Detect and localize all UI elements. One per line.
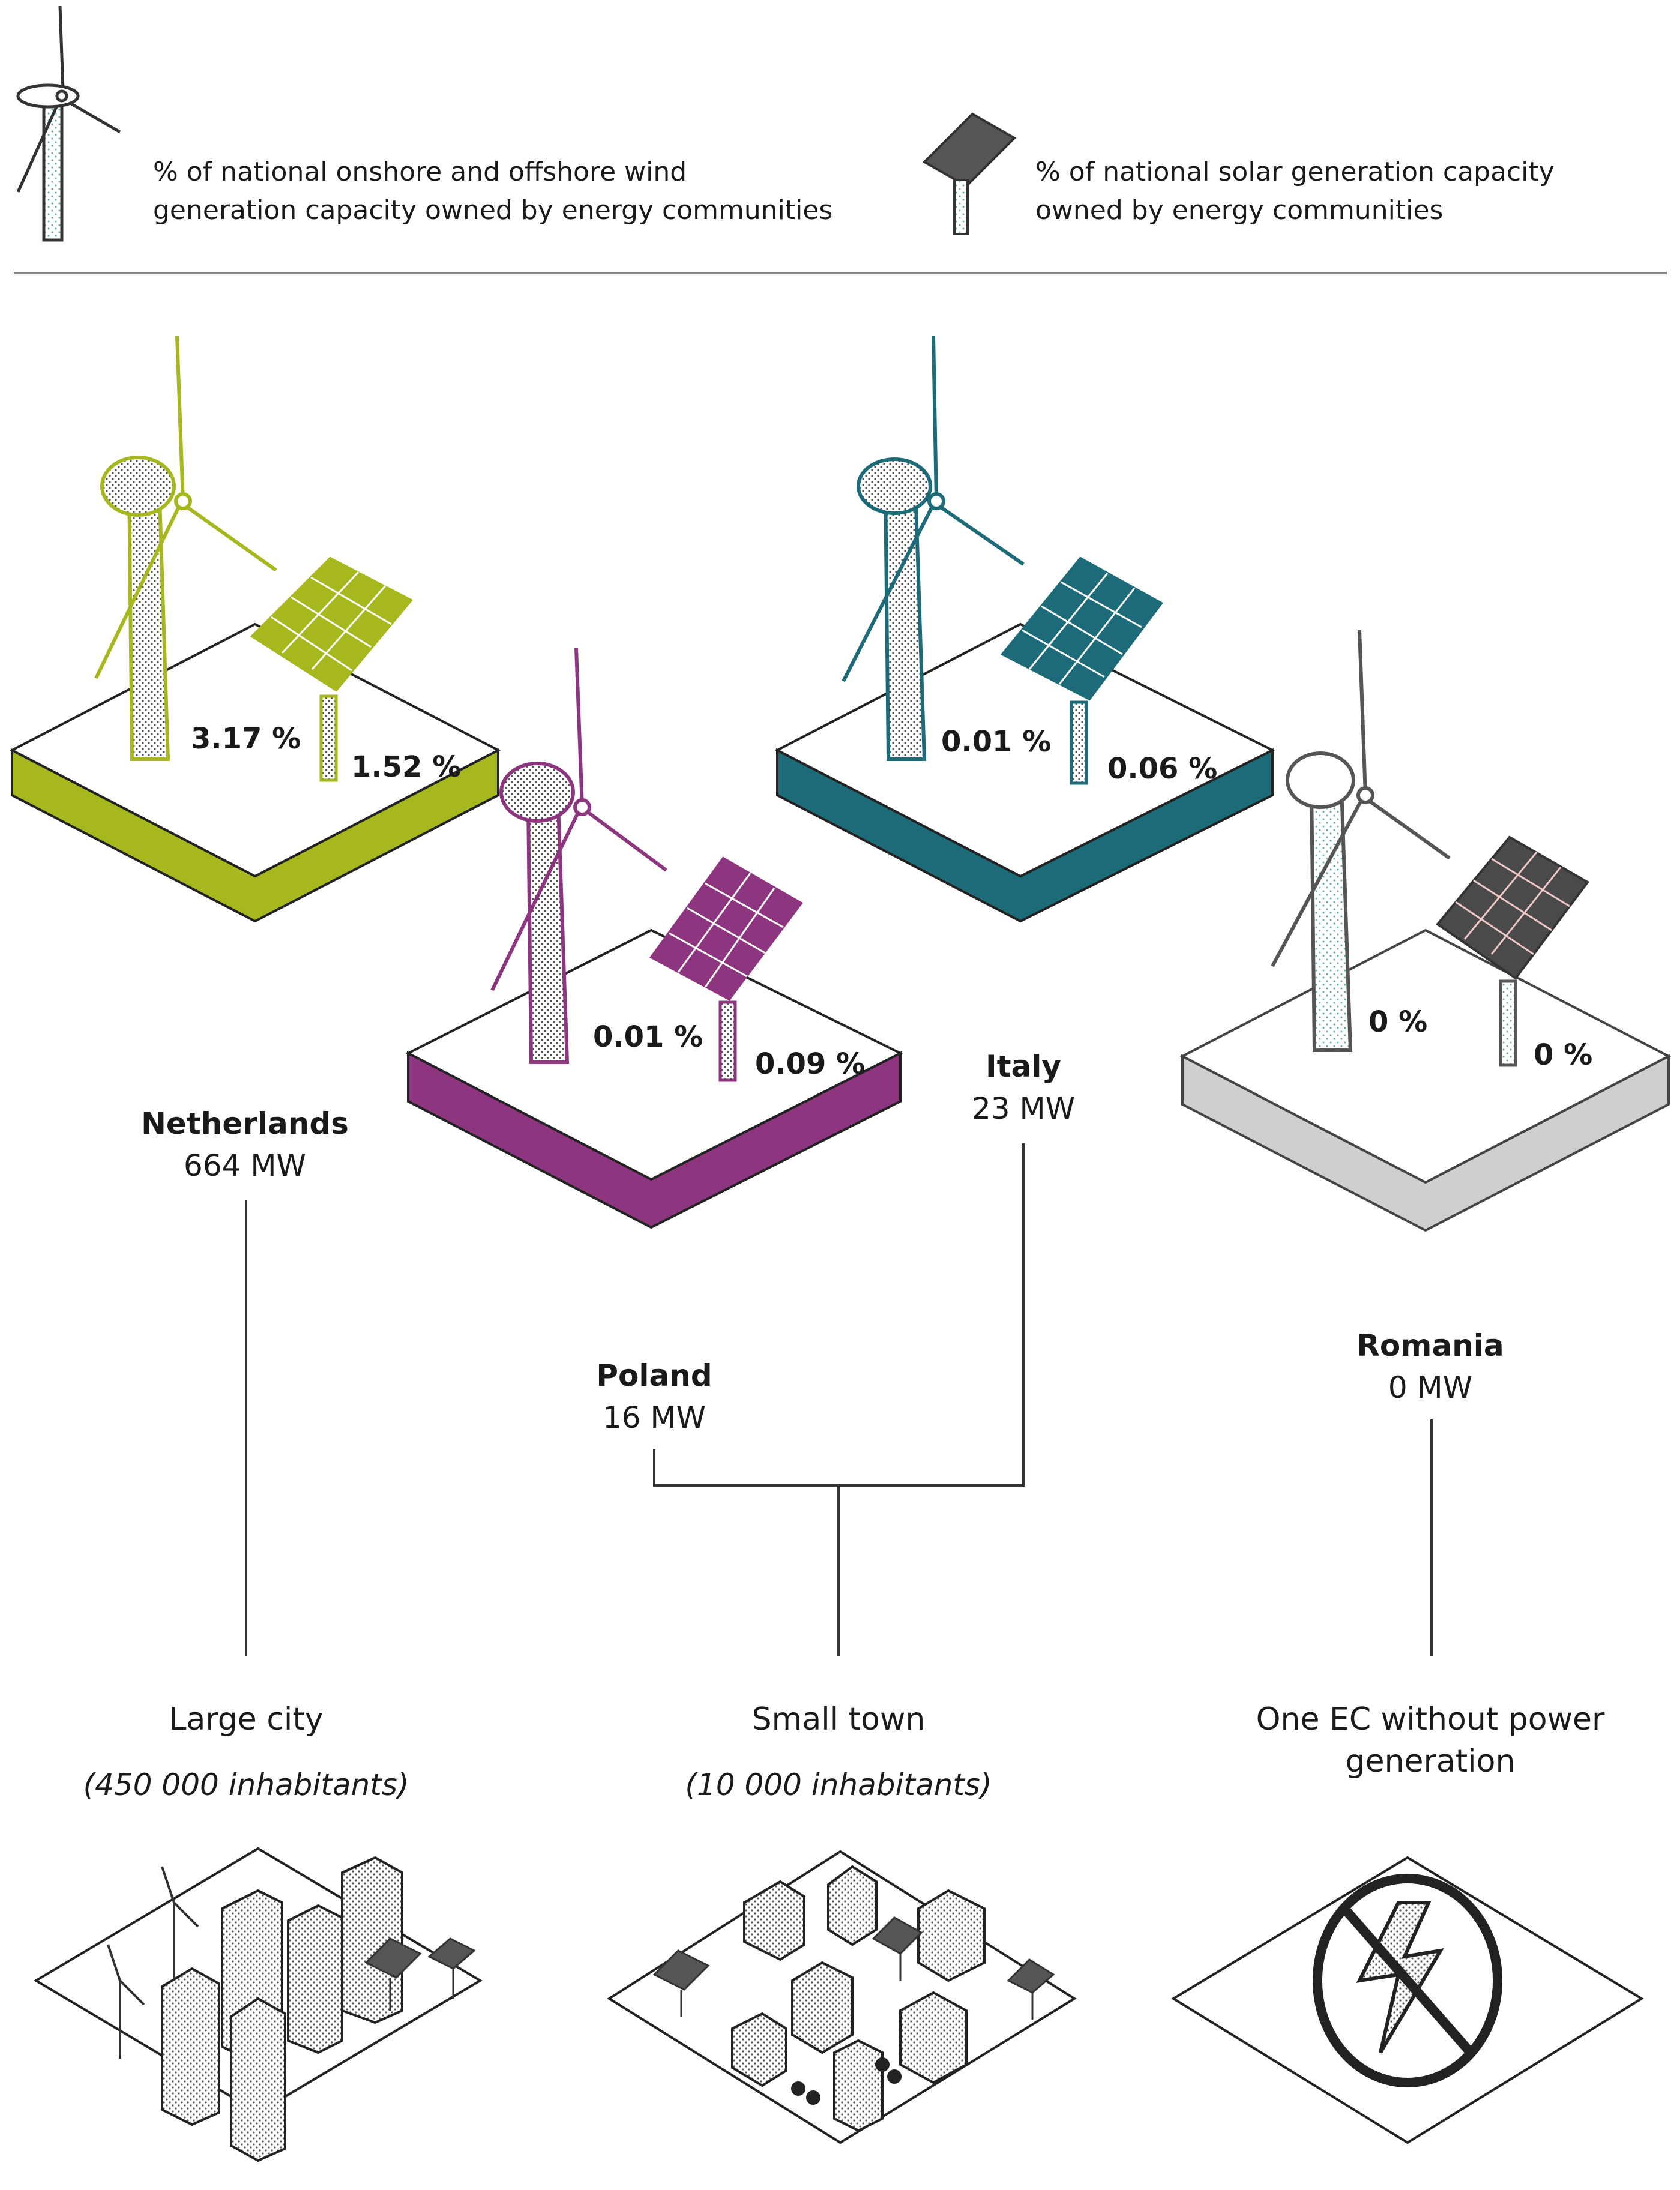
netherlands-wind-pct: 3.17 % <box>191 722 301 756</box>
legend-wind-turbine-icon <box>16 5 121 242</box>
city-icon <box>34 1847 483 2162</box>
category-label-no-power: One EC without power generation <box>1256 1701 1605 1779</box>
legend-solar-line2: owned by energy communities <box>1035 195 1444 226</box>
legend-wind-line2: generation capacity owned by energy comm… <box>153 195 833 226</box>
romania-solar-pct: 0 % <box>1534 1038 1593 1072</box>
category-population-large-city: (450 000 inhabitants) <box>83 1767 409 1802</box>
connector-lines <box>245 1143 1433 1656</box>
country-capacity-italy: 23 MW <box>971 1091 1076 1126</box>
poland-wind-pct: 0.01 % <box>593 1020 703 1054</box>
poland-solar-pct: 0.09 % <box>755 1047 866 1081</box>
legend-solar-line1: % of national solar generation capacity <box>1035 157 1555 187</box>
romania-wind-pct: 0 % <box>1368 1005 1428 1039</box>
legend-solar-panel-icon <box>922 112 1017 235</box>
legend-solar-text: % of national solar generation capacity … <box>1035 153 1555 230</box>
category-label-small-town: Small town <box>751 1701 926 1737</box>
italy-wind-turbine <box>842 335 1025 761</box>
romania-solar-panel <box>1436 835 1589 1067</box>
no-power-icon <box>1171 1856 1644 2144</box>
category-label-large-city: Large city <box>169 1701 324 1737</box>
legend-wind-line1: % of national onshore and offshore wind <box>153 157 687 187</box>
category-population-small-town: (10 000 inhabitants) <box>685 1767 992 1802</box>
country-name-romania: Romania <box>1356 1328 1504 1363</box>
town-icon <box>607 1850 1077 2144</box>
italy-solar-pct: 0.06 % <box>1107 752 1218 786</box>
legend-wind-text: % of national onshore and offshore wind … <box>153 153 832 230</box>
country-capacity-poland: 16 MW <box>602 1400 706 1435</box>
country-name-netherlands: Netherlands <box>141 1106 349 1141</box>
platform-romania <box>1179 928 1672 1232</box>
poland-solar-panel <box>649 856 803 1082</box>
italy-wind-pct: 0.01 % <box>941 725 1052 759</box>
romania-wind-turbine <box>1271 630 1451 1052</box>
country-name-poland: Poland <box>596 1358 712 1393</box>
poland-wind-turbine <box>490 648 667 1064</box>
country-capacity-netherlands: 664 MW <box>184 1148 306 1183</box>
country-capacity-romania: 0 MW <box>1388 1370 1473 1405</box>
netherlands-wind-turbine <box>94 335 277 761</box>
netherlands-solar-panel <box>250 556 414 782</box>
country-name-italy: Italy <box>986 1049 1061 1084</box>
netherlands-solar-pct: 1.52 % <box>351 750 462 784</box>
italy-solar-panel <box>1000 556 1163 785</box>
